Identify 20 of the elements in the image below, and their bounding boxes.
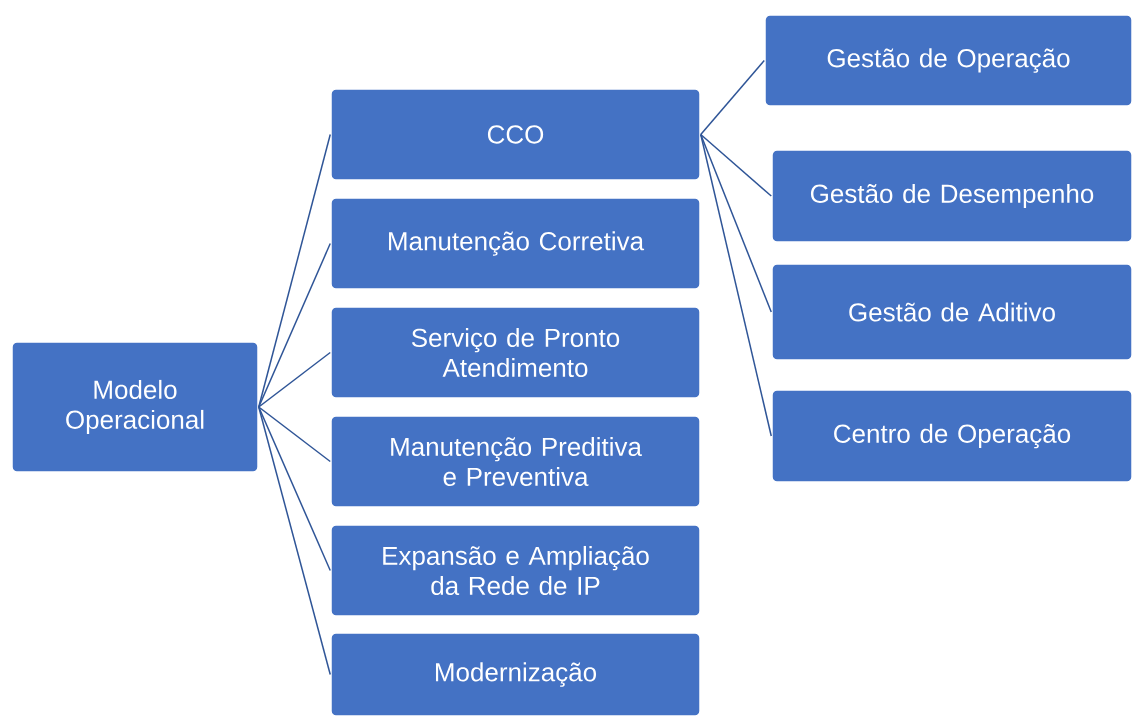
connector-line	[700, 59, 765, 136]
process-box: Modelo Operacional	[11, 341, 259, 473]
process-box: Gestão de Aditivo	[771, 263, 1133, 361]
connector-line	[258, 242, 331, 408]
process-box: CCO	[330, 88, 701, 181]
process-box: Manutenção Preditiva e Preventiva	[330, 415, 701, 508]
process-box: Serviço de Pronto Atendimento	[330, 306, 701, 399]
process-box: Gestão de Desempenho	[771, 149, 1133, 243]
connector-line	[700, 133, 772, 437]
process-box: Manutenção Corretiva	[330, 197, 701, 290]
connector-line	[700, 133, 772, 197]
connector-line	[258, 406, 331, 463]
connector-line	[258, 406, 331, 676]
connector-line	[258, 351, 331, 408]
connector-line	[258, 406, 331, 572]
process-box: Centro de Operação	[771, 389, 1133, 483]
process-box: Modernização	[330, 632, 701, 717]
process-box: Gestão de Operação	[764, 14, 1133, 107]
connector-line	[258, 133, 331, 408]
process-box: Expansão e Ampliação da Rede de IP	[330, 524, 701, 617]
